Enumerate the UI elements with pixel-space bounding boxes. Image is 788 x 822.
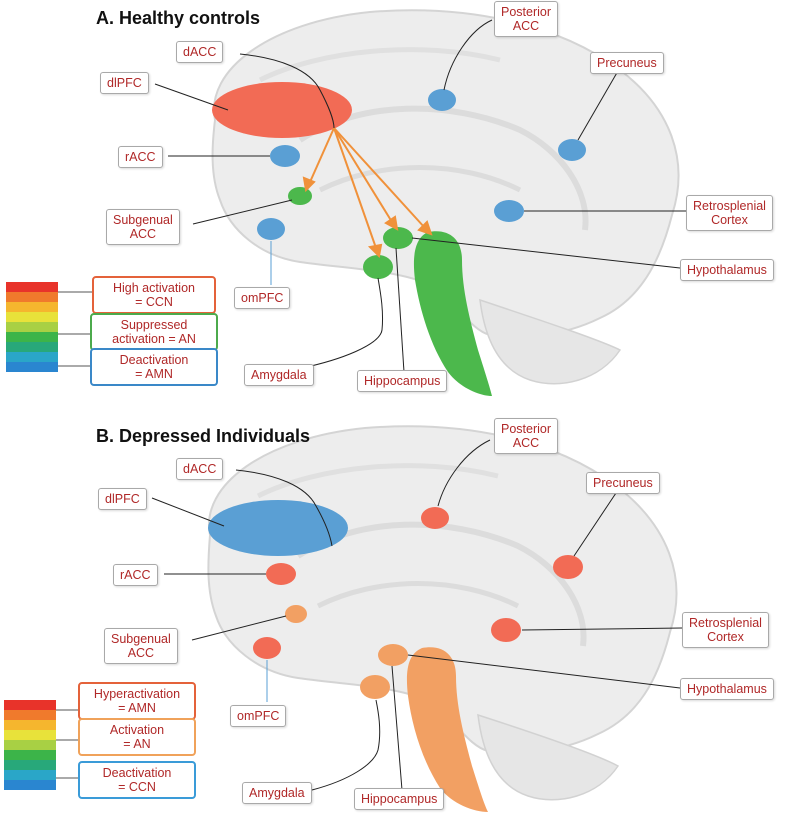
color-scale-b — [4, 700, 56, 790]
precuneus-region — [553, 555, 583, 579]
subgenual-acc-region — [285, 605, 307, 623]
panel-b-title: B. Depressed Individuals — [96, 426, 311, 446]
label-racc: rACC — [113, 564, 158, 586]
label-dlpfc: dlPFC — [98, 488, 147, 510]
subgenual-acc-region — [288, 187, 312, 205]
dlpfc-region — [212, 82, 352, 138]
label-hypothalamus: Hypothalamus — [680, 678, 774, 700]
panel-depressed-individuals: B. Depressed Individuals dACC dlPFC rACC… — [0, 410, 788, 822]
amygdala-region — [360, 675, 390, 699]
label-hypothalamus: Hypothalamus — [680, 259, 774, 281]
racc-region — [266, 563, 296, 585]
label-hippocampus: Hippocampus — [357, 370, 448, 392]
amygdala-region — [363, 255, 393, 279]
retrosplenial-region — [491, 618, 521, 642]
panel-a-title: A. Healthy controls — [96, 8, 261, 28]
label-precuneus: Precuneus — [586, 472, 660, 494]
label-dacc: dACC — [176, 458, 224, 480]
legend-activation: Activation= AN — [78, 718, 196, 756]
label-amygdala: Amygdala — [244, 364, 314, 386]
hypothalamus-region — [378, 644, 408, 666]
label-precuneus: Precuneus — [590, 52, 664, 74]
label-amygdala: Amygdala — [242, 782, 312, 804]
label-ompfc: omPFC — [234, 287, 291, 309]
hypothalamus-region — [383, 227, 413, 249]
ompfc-region — [257, 218, 285, 240]
hippocampus-brainstem-region — [413, 231, 492, 396]
racc-region — [270, 145, 300, 167]
label-dlpfc: dlPFC — [100, 72, 149, 94]
panel-healthy-controls: A. Healthy controls dACC dlPFC rACC Subg… — [0, 0, 788, 410]
color-scale-a — [6, 282, 58, 372]
label-ompfc: omPFC — [230, 705, 287, 727]
posterior-acc-region — [428, 89, 456, 111]
retrosplenial-region — [494, 200, 524, 222]
hippocampus-brainstem-region — [406, 647, 488, 812]
ompfc-region — [253, 637, 281, 659]
brain-diagram-a — [154, 9, 686, 396]
legend-deactivation: Deactivation= CCN — [78, 761, 196, 799]
precuneus-region — [558, 139, 586, 161]
label-dacc: dACC — [176, 41, 224, 63]
activation-arrows — [302, 127, 433, 259]
brain-diagram-b — [151, 425, 683, 812]
legend-high-activation: High activation= CCN — [92, 276, 216, 314]
label-racc: rACC — [118, 146, 163, 168]
posterior-acc-region — [421, 507, 449, 529]
legend-hyperactivation: Hyperactivation= AMN — [78, 682, 196, 720]
legend-deactivation: Deactivation= AMN — [90, 348, 218, 386]
label-hippocampus: Hippocampus — [354, 788, 445, 810]
dlpfc-region — [208, 500, 348, 556]
